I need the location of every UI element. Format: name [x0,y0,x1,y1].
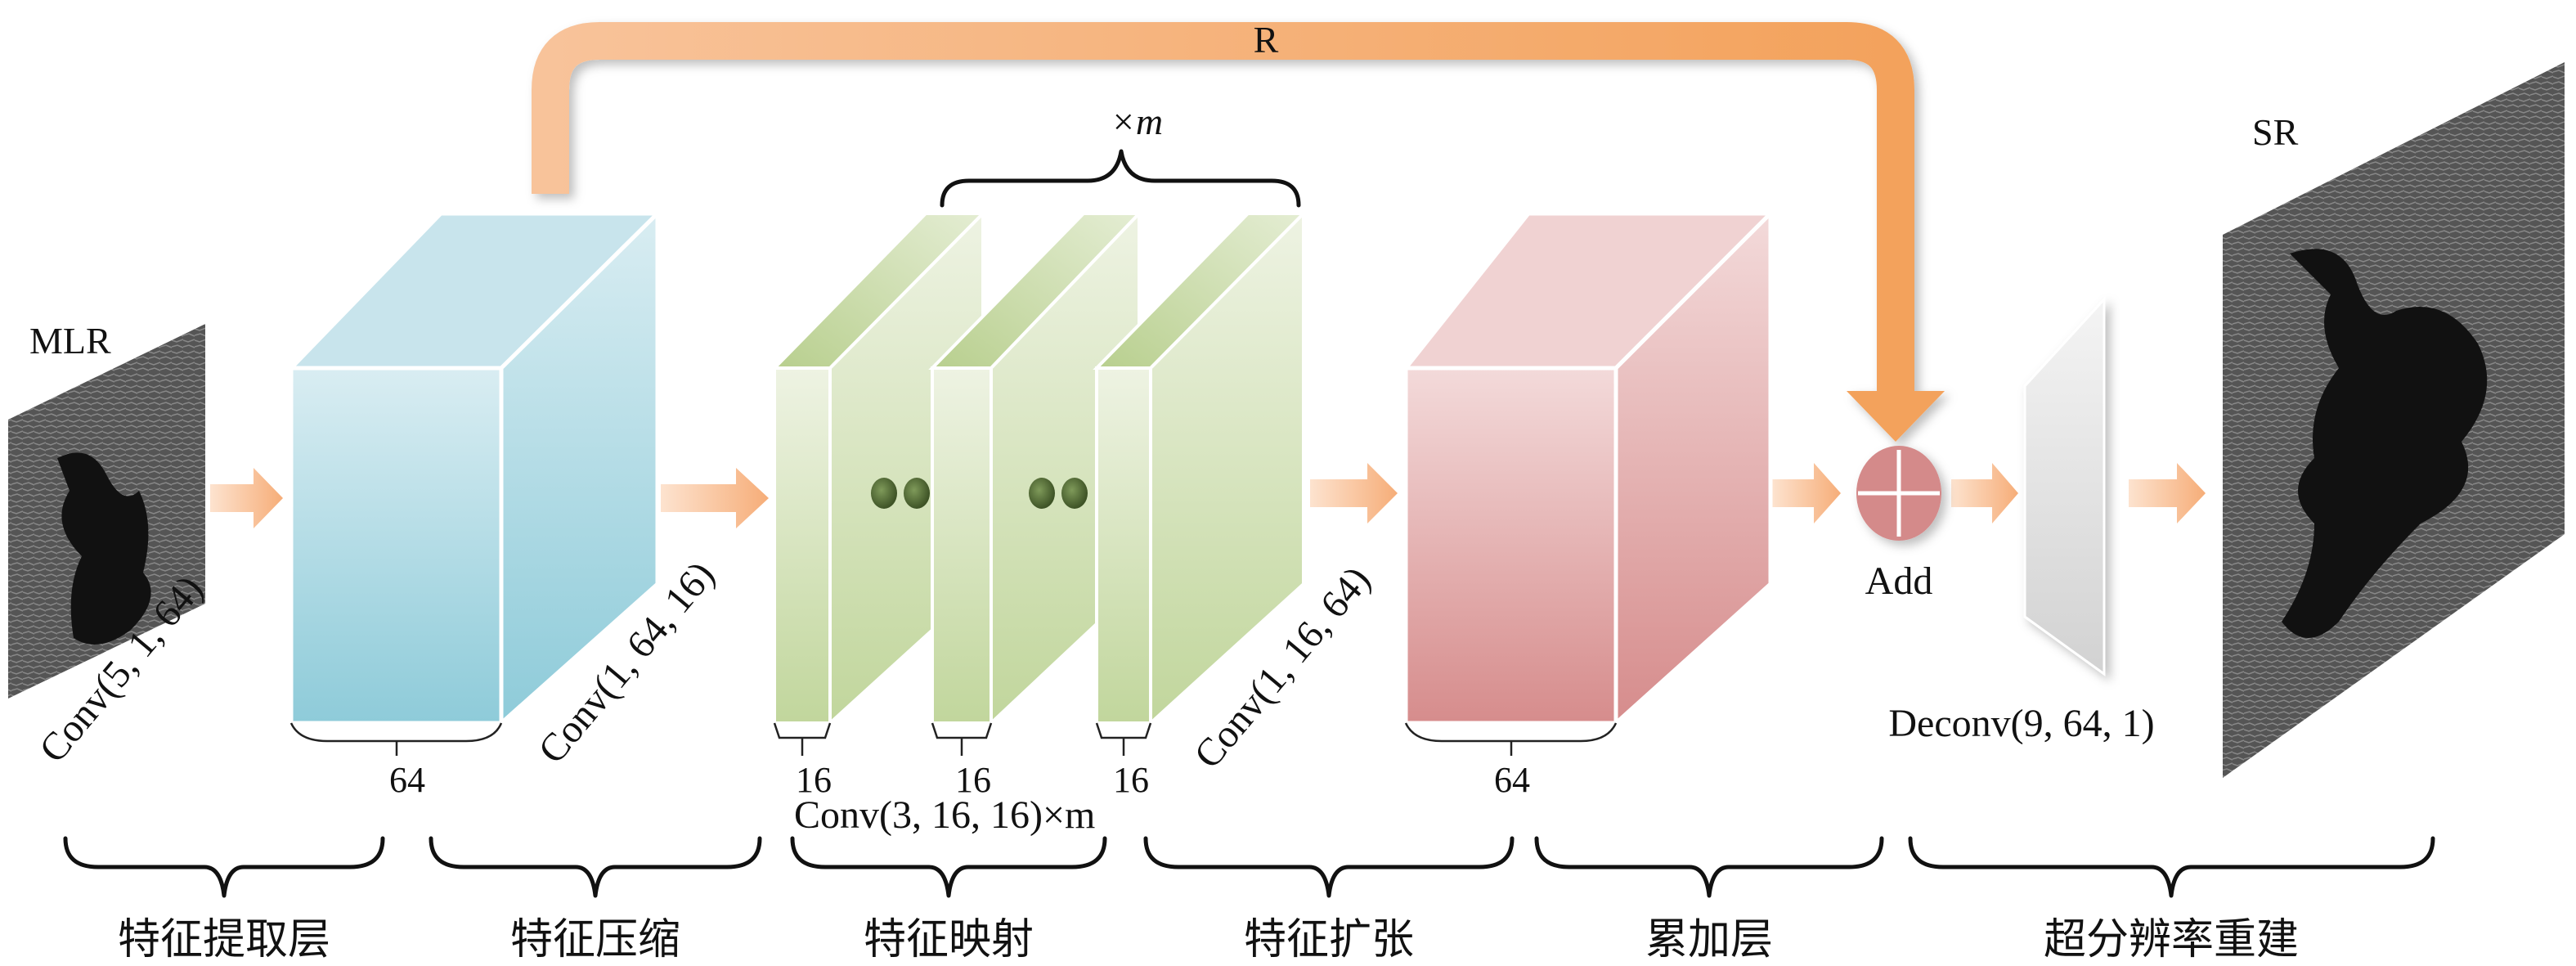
stage-label-mapping: 特征映射 [864,915,1034,964]
sr-label: SR [2252,111,2299,153]
skip-connection-arrow [532,22,1945,442]
flow-arrow [661,468,769,528]
flow-arrow [1951,463,2018,523]
stage-brace [429,836,762,898]
width-label-64: 64 [1494,760,1530,800]
conv3-label: Conv(3, 16, 16)×m [794,793,1095,837]
stage-brace [1908,836,2435,898]
add-label: Add [1865,559,1933,603]
flow-arrow [1310,463,1398,523]
stage-label-accumulation: 累加层 [1645,915,1773,964]
ellipsis-dots [871,478,1088,509]
stage-label-feature-extraction: 特征提取层 [118,915,330,964]
mapping-slab-3 [1093,209,1308,727]
width-label-16: 16 [1113,760,1149,800]
add-node [1856,446,1941,541]
stage-brace [1143,836,1515,898]
width-brace [1404,722,1618,756]
accumulation-block [1401,208,1776,728]
stage-label-reconstruction: 超分辨率重建 [2044,915,2299,964]
repeat-brace [940,149,1301,208]
stage-braces [63,836,2435,898]
mapping-slab-1 [770,209,987,727]
width-brace [289,722,503,756]
sr-output-image [2223,62,2565,778]
deconv-layer [2023,296,2106,676]
stage-brace [1534,836,1884,898]
width-label-16: 16 [955,760,991,800]
mlr-label: MLR [29,320,111,362]
stage-brace [790,836,1107,898]
width-label-16: 16 [796,760,832,800]
width-label-64: 64 [389,760,425,800]
flow-arrow [1772,463,1841,523]
stage-brace [63,836,385,898]
repeat-label: ×m [1111,101,1163,142]
skip-label: R [1254,19,1279,61]
width-brace [773,722,1152,756]
deconv-label: Deconv(9, 64, 1) [1888,702,2154,745]
feature-extraction-block [286,209,663,728]
stage-label-shrinking: 特征压缩 [510,915,680,964]
flow-arrow [2129,463,2206,523]
flow-arrow [210,468,283,528]
stage-label-expanding: 特征扩张 [1244,915,1414,964]
mlr-input-image [8,324,205,699]
